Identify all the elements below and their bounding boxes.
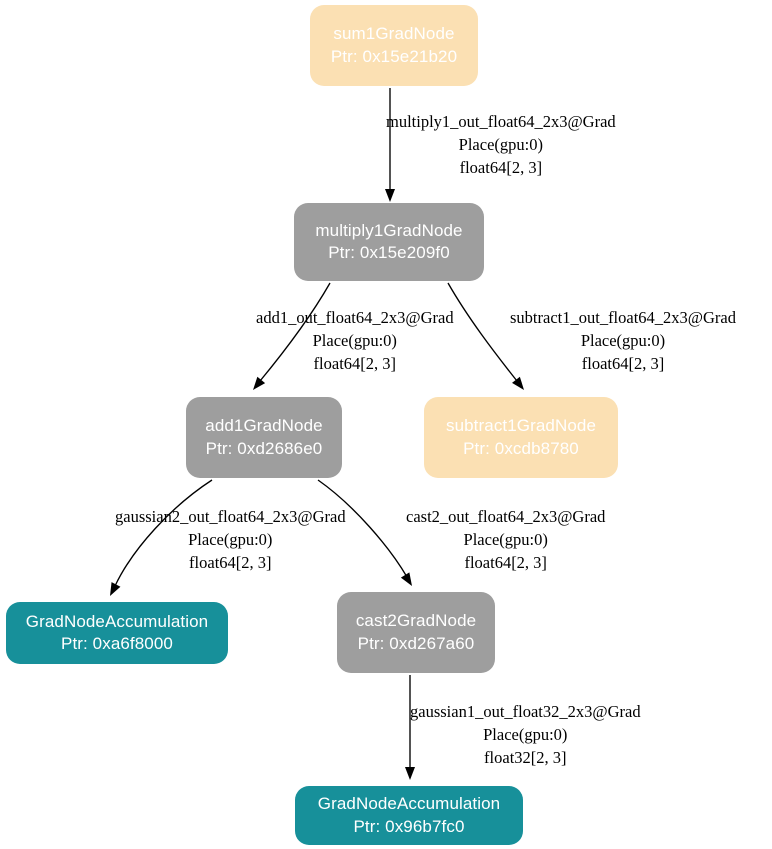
node-title: multiply1GradNode: [315, 220, 463, 240]
edge-arrowhead: [110, 582, 121, 596]
node-title: sum1GradNode: [333, 24, 455, 44]
edge-label-line: float64[2, 3]: [189, 553, 272, 573]
edge-label-line: Place(gpu:0): [483, 725, 568, 745]
edge-label-line: Place(gpu:0): [580, 331, 666, 351]
node-pointer: Ptr: 0x15e21b20: [330, 46, 458, 66]
edge-label-line: cast2_out_float64_2x3@Grad: [406, 507, 606, 526]
edge-arrowhead: [400, 572, 412, 586]
edge-label-line: multiply1_out_float64_2x3@Grad: [386, 112, 616, 131]
edge-label-line: Place(gpu:0): [312, 331, 397, 351]
edge-label-line: gaussian2_out_float64_2x3@Grad: [115, 507, 346, 526]
node-title: GradNodeAccumulation: [317, 794, 501, 814]
edge-label-line: float64[2, 3]: [464, 553, 547, 573]
node-pointer: Ptr: 0xd2686e0: [205, 438, 323, 458]
node-pointer: Ptr: 0x15e209f0: [328, 243, 450, 262]
edge-label-line: Place(gpu:0): [458, 135, 543, 155]
graph-edge: [447, 282, 518, 382]
node-pointer: Ptr: 0xcdb8780: [463, 438, 579, 458]
edge-label-line: gaussian1_out_float32_2x3@Grad: [410, 702, 641, 721]
edge-label-line: subtract1_out_float64_2x3@Grad: [510, 308, 736, 327]
edge-label-line: float32[2, 3]: [484, 748, 567, 768]
edge-label-line: Place(gpu:0): [463, 530, 548, 550]
edge-arrowhead: [512, 376, 524, 390]
edge-label-line: float64[2, 3]: [581, 354, 665, 374]
edge-arrowhead: [253, 376, 266, 390]
node-title: GradNodeAccumulation: [25, 611, 209, 631]
node-title: cast2GradNode: [355, 611, 477, 631]
edge-label-line: float64[2, 3]: [459, 158, 543, 178]
node-title: subtract1GradNode: [445, 416, 597, 436]
node-pointer: Ptr: 0xa6f8000: [61, 634, 173, 653]
node-title: add1GradNode: [205, 416, 323, 436]
edge-arrowhead: [385, 189, 395, 202]
edge-label-line: float64[2, 3]: [313, 354, 397, 374]
node-pointer: Ptr: 0xd267a60: [357, 633, 475, 653]
edge-label-line: Place(gpu:0): [188, 530, 273, 550]
node-pointer: Ptr: 0x96b7fc0: [353, 816, 465, 836]
edge-label-line: add1_out_float64_2x3@Grad: [256, 308, 454, 327]
